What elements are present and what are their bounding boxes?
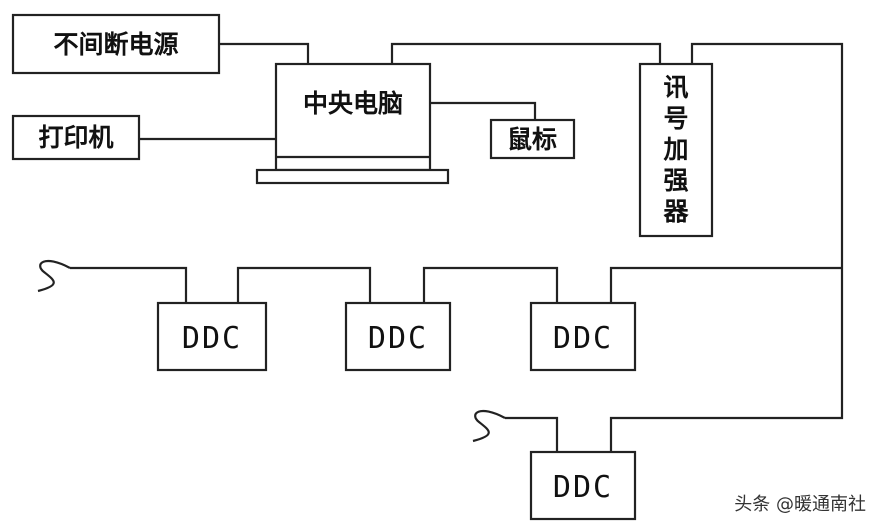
amplifier-char: 加 bbox=[662, 135, 688, 164]
line-terminator-lower bbox=[472, 409, 506, 443]
ddc-node-3: DDC bbox=[529, 301, 637, 372]
computer-base bbox=[255, 168, 450, 185]
wire-ddc3-ddc2 bbox=[422, 266, 559, 303]
line-terminator-upper bbox=[37, 259, 71, 293]
mouse-node: 鼠标 bbox=[489, 118, 576, 160]
computer-label: 中央电脑 bbox=[303, 89, 403, 118]
amplifier-char: 讯 bbox=[663, 73, 688, 102]
amplifier-char: 器 bbox=[662, 197, 689, 226]
ups-label: 不间断电源 bbox=[53, 30, 178, 59]
ddc-label: DDC bbox=[182, 321, 242, 356]
ddc-label: DDC bbox=[368, 321, 428, 356]
computer-node: 中央电脑 bbox=[255, 62, 450, 185]
wire-ddc2-ddc1 bbox=[236, 266, 372, 303]
wire-bus-ddc3 bbox=[609, 266, 842, 303]
amplifier-char: 号 bbox=[663, 104, 688, 133]
wire-amplifier-bus bbox=[609, 42, 844, 452]
wire-ddc1-terminator bbox=[70, 266, 188, 303]
wire-computer-mouse bbox=[430, 101, 537, 120]
wire-ddc4-terminator bbox=[505, 416, 559, 452]
ddc-label: DDC bbox=[553, 321, 613, 356]
mouse-label: 鼠标 bbox=[507, 125, 557, 154]
wire-computer-amplifier bbox=[390, 42, 662, 64]
ddc-node-2: DDC bbox=[344, 301, 452, 372]
printer-label: 打印机 bbox=[38, 123, 113, 152]
ddc-node-1: DDC bbox=[156, 301, 268, 372]
ddc-label: DDC bbox=[553, 470, 613, 505]
amplifier-node: 讯 号 加 强 器 bbox=[638, 62, 714, 238]
ups-node: 不间断电源 bbox=[11, 13, 221, 75]
wire-ups-computer bbox=[219, 42, 310, 64]
printer-node: 打印机 bbox=[11, 114, 141, 161]
amplifier-char: 强 bbox=[663, 166, 688, 195]
ddc-node-4: DDC bbox=[529, 450, 637, 521]
wires bbox=[70, 42, 844, 452]
watermark-text: 头条 @暖通南社 bbox=[734, 494, 866, 515]
